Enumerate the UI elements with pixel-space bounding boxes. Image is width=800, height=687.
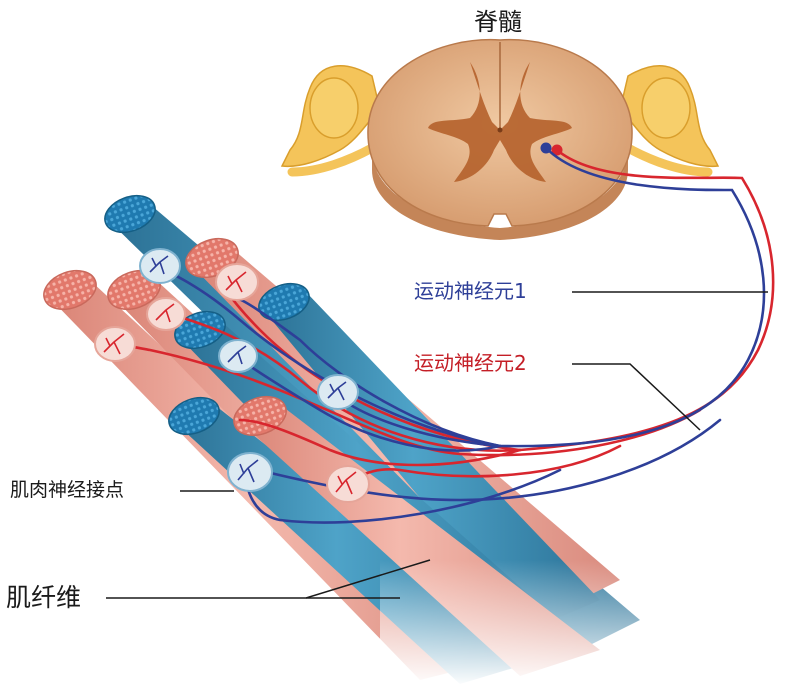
junction-pink-left <box>94 326 136 362</box>
junction-pink-front <box>326 465 370 503</box>
left-dorsal-root-ganglion <box>309 77 359 139</box>
leader-motor-neuron-2 <box>572 363 701 431</box>
junction-blue-right <box>317 374 359 410</box>
junction-pink-middle <box>146 297 186 331</box>
right-ventral-root <box>623 143 713 177</box>
junction-blue-back <box>139 248 181 284</box>
junction-pink-right <box>215 263 259 301</box>
spinal-cord-side <box>372 150 628 240</box>
junction-blue-lower <box>227 452 273 492</box>
fiber-end-blue-back <box>104 194 156 234</box>
central-canal <box>497 127 503 133</box>
motor-neuron-1-label: 运动神经元1 <box>414 279 527 303</box>
junction-blue-center <box>218 339 258 373</box>
fiber-end-pink-left <box>43 269 97 311</box>
motor-neuron-2-label: 运动神经元2 <box>414 351 527 375</box>
right-dorsal-root-ganglion <box>641 77 691 139</box>
muscle-fiber-label: 肌纤维 <box>6 583 82 612</box>
left-ventral-root <box>287 143 377 177</box>
gray-matter <box>428 62 572 182</box>
neuromuscular-junctions <box>94 248 370 503</box>
neuromuscular-junction-label: 肌肉神经接点 <box>10 479 125 501</box>
spinal-cord <box>280 38 720 240</box>
spinal-cord-label: 脊髓 <box>474 8 522 36</box>
fiber-end-blue-center <box>174 310 226 350</box>
fiber-end-blue-lower <box>168 396 220 436</box>
bottom-fade <box>380 560 700 687</box>
leader-lines <box>106 291 768 599</box>
